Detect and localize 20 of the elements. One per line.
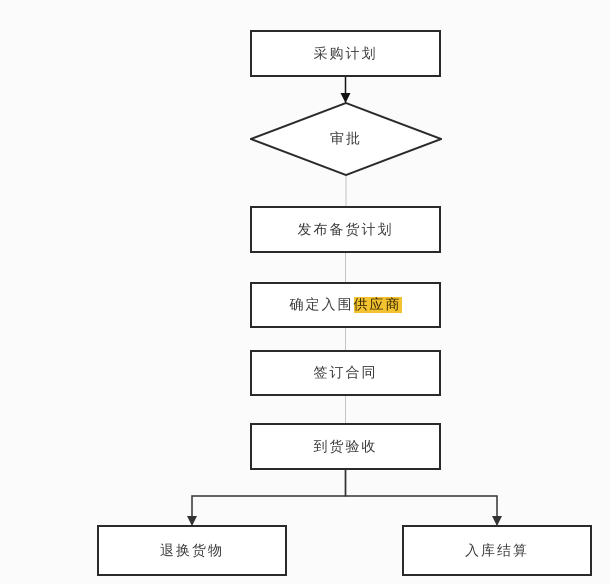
process-box [402, 525, 592, 576]
node-label: 签订合同 [314, 364, 378, 382]
arrow [340, 77, 350, 103]
node-label: 发布备货计划 [298, 220, 394, 238]
node-label: 退换货物 [160, 542, 224, 560]
connector-line [345, 328, 346, 350]
connector-line [345, 396, 346, 424]
node-label: 审批 [330, 130, 362, 148]
connector-line [345, 252, 346, 282]
arrow [344, 470, 502, 526]
process-box [250, 206, 441, 253]
decision-diamond [250, 102, 442, 176]
process-box [250, 350, 441, 396]
process-box [97, 525, 287, 576]
process-box [250, 282, 441, 328]
node-label: 采购计划 [314, 44, 378, 62]
process-box [250, 423, 441, 470]
node-label: 到货验收 [314, 438, 378, 456]
node-label: 入库结算 [465, 542, 529, 560]
process-box [250, 30, 441, 77]
